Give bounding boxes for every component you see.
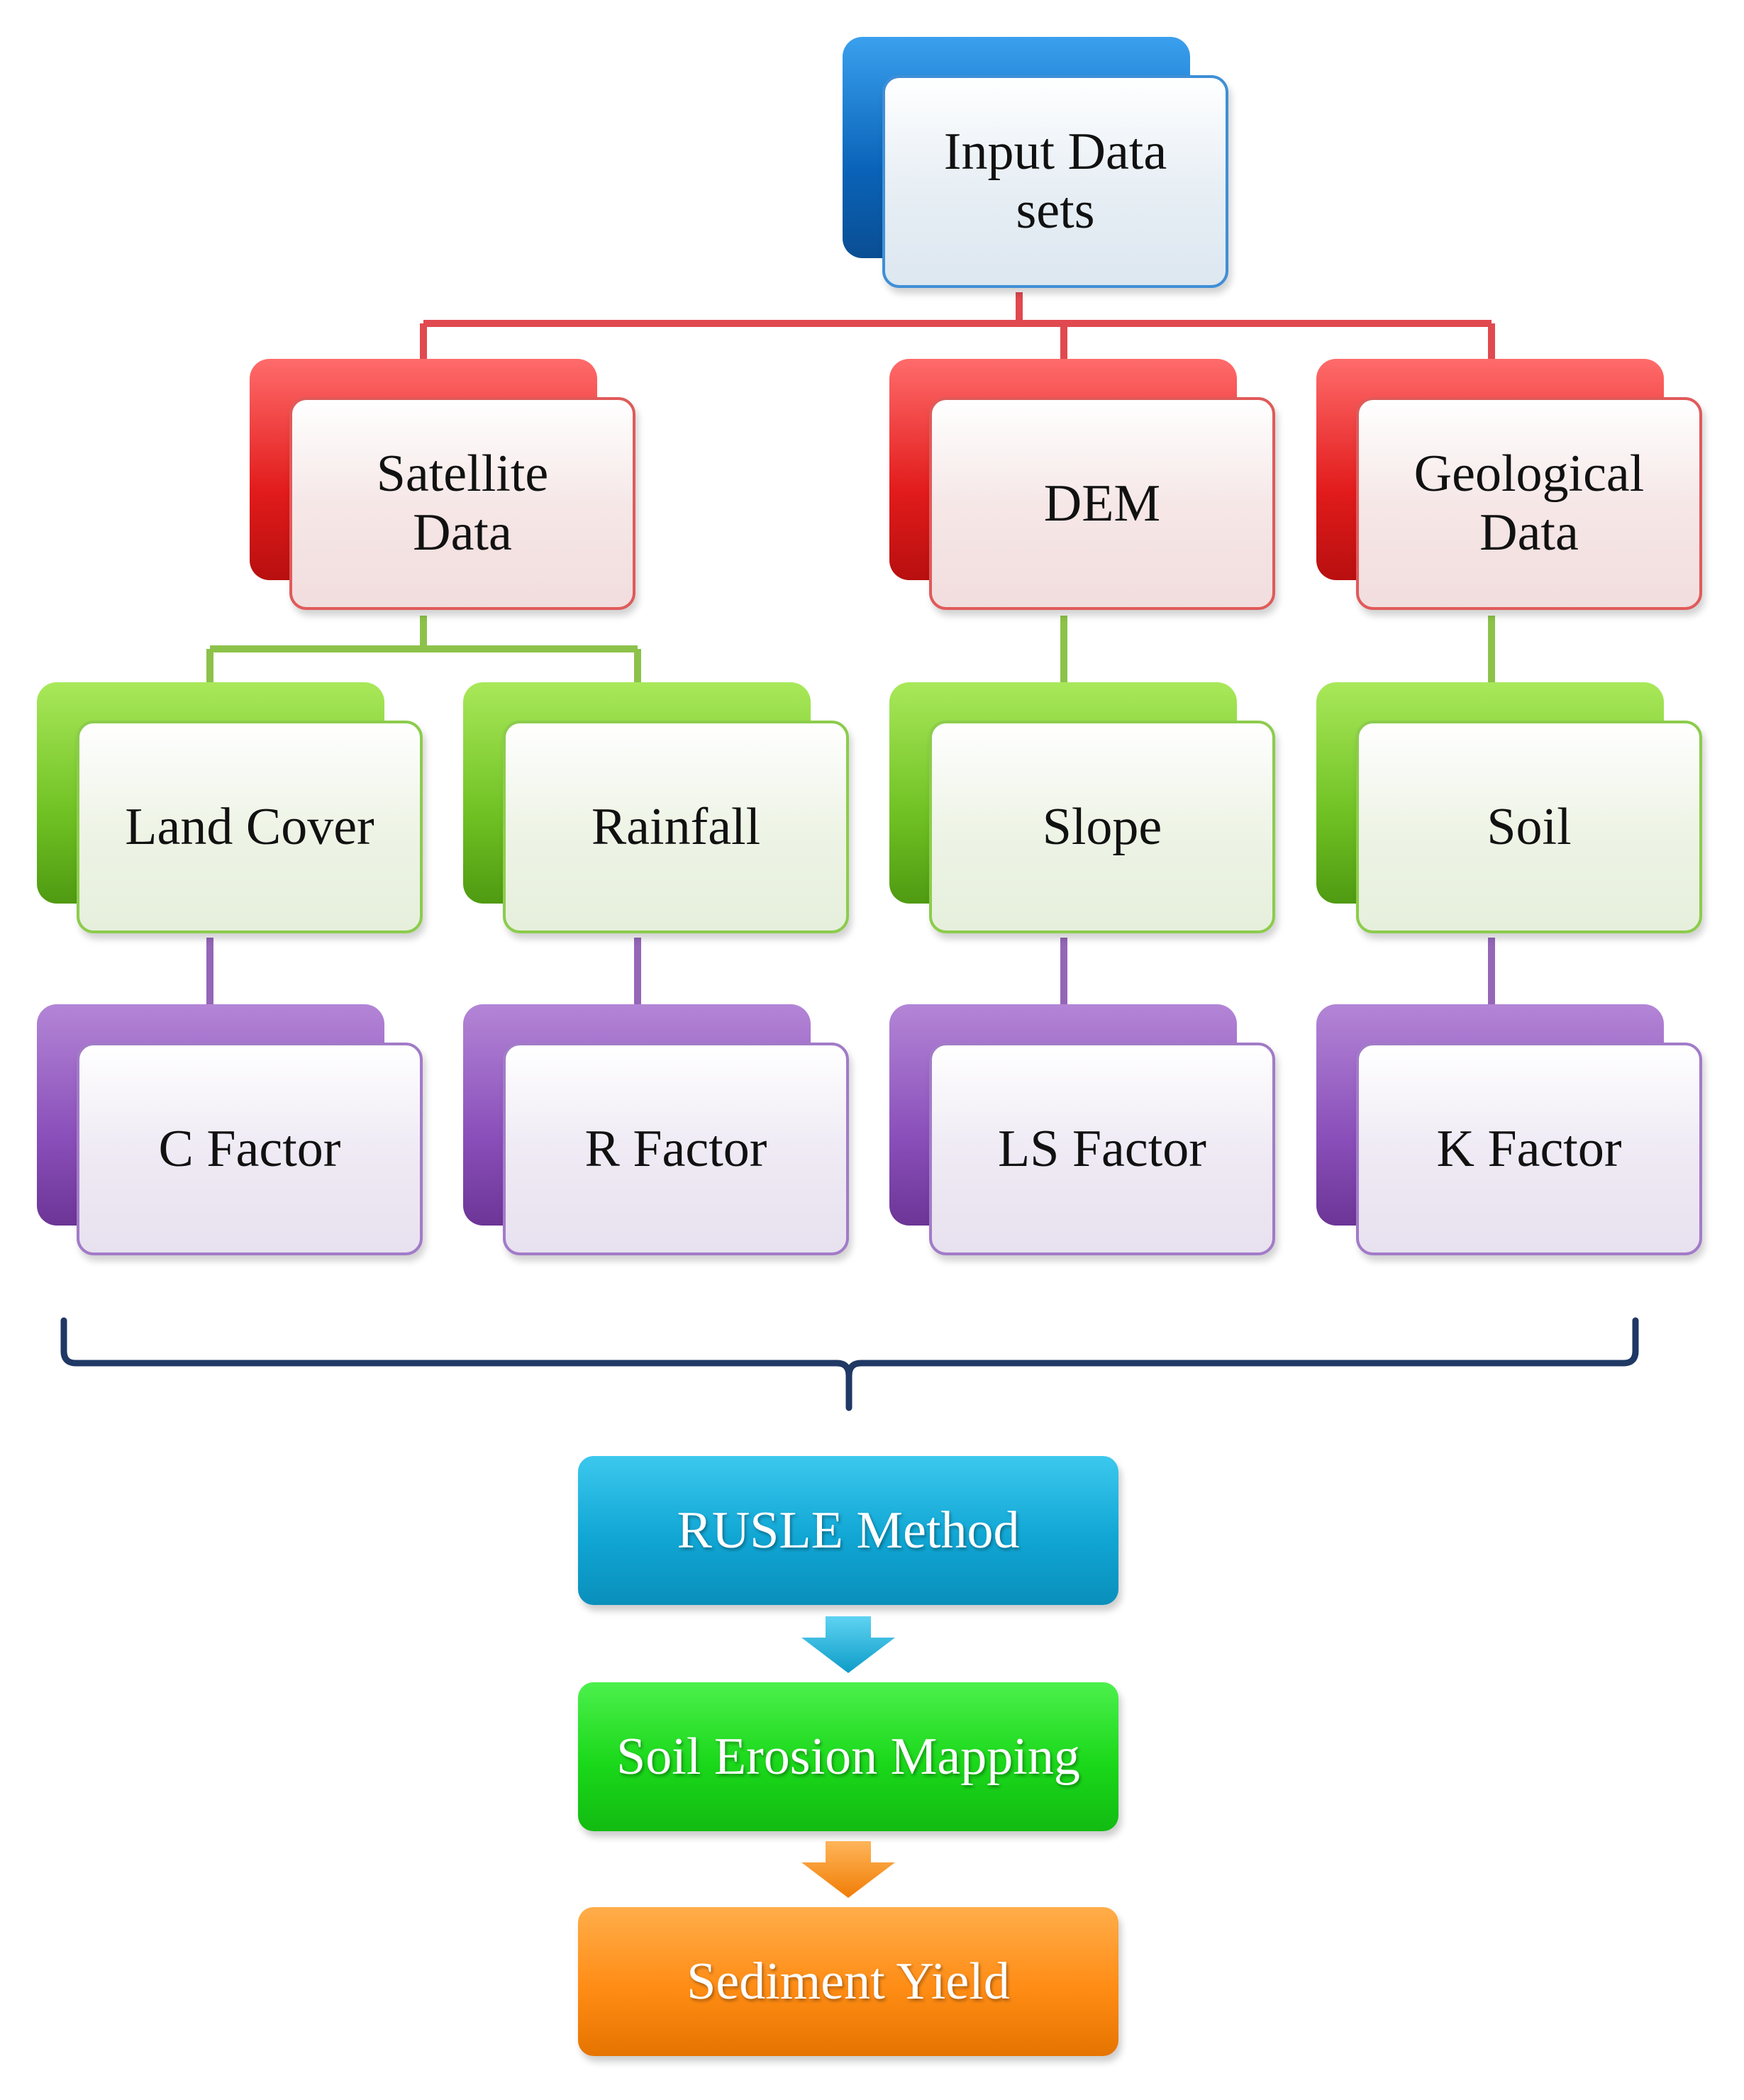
soil-erosion-mapping-box: Soil Erosion Mapping <box>578 1682 1118 1831</box>
geological-data-node: Geological Data <box>1316 359 1705 613</box>
k-factor-node: K Factor <box>1316 1004 1705 1258</box>
geological-data-label: Geological Data <box>1356 397 1702 610</box>
soil-node: Soil <box>1316 682 1705 936</box>
dem-node: DEM <box>889 359 1278 613</box>
dem-label: DEM <box>929 397 1275 610</box>
r-factor-node: R Factor <box>463 1004 852 1258</box>
rainfall-node: Rainfall <box>463 682 852 936</box>
slope-node: Slope <box>889 682 1278 936</box>
c-factor-node: C Factor <box>37 1004 426 1258</box>
down-arrow-icon <box>801 1616 895 1673</box>
grouping-brace <box>60 1317 1639 1411</box>
ls-factor-label: LS Factor <box>929 1043 1275 1255</box>
sediment-yield-box: Sediment Yield <box>578 1907 1118 2056</box>
input-data-sets-node: Input Data sets <box>843 37 1231 291</box>
level2-connectors <box>206 616 1495 684</box>
c-factor-label: C Factor <box>77 1043 423 1255</box>
soil-label: Soil <box>1356 721 1702 933</box>
rusle-method-box: RUSLE Method <box>578 1456 1118 1605</box>
satellite-data-node: Satellite Data <box>250 359 638 613</box>
down-arrow-icon <box>801 1841 895 1898</box>
k-factor-label: K Factor <box>1356 1043 1702 1255</box>
level1-connectors <box>420 292 1495 362</box>
satellite-data-label: Satellite Data <box>289 397 635 610</box>
level3-connectors <box>206 938 1495 1007</box>
rainfall-label: Rainfall <box>503 721 849 933</box>
land-cover-node: Land Cover <box>37 682 426 936</box>
ls-factor-node: LS Factor <box>889 1004 1278 1258</box>
slope-label: Slope <box>929 721 1275 933</box>
input-data-sets-label: Input Data sets <box>882 75 1228 288</box>
land-cover-label: Land Cover <box>77 721 423 933</box>
r-factor-label: R Factor <box>503 1043 849 1255</box>
